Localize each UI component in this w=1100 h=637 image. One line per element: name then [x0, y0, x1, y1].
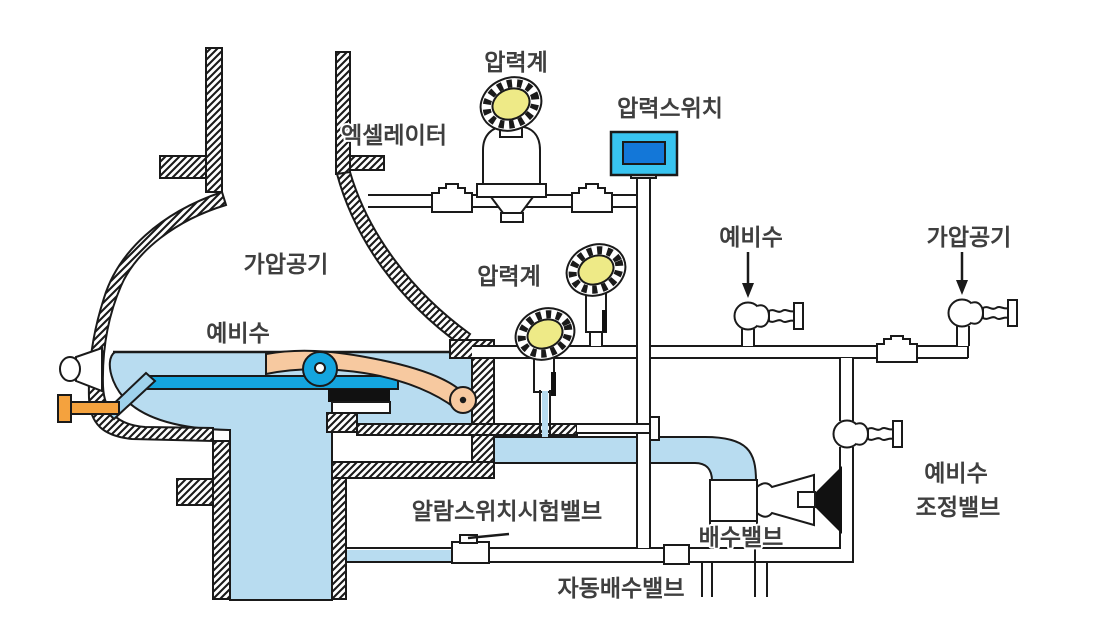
- pipe-fitting: [431, 183, 473, 213]
- pipe-fitting: [571, 183, 613, 213]
- valve-body-walls: [87, 47, 578, 600]
- left-flange: [159, 155, 207, 179]
- pressure-switch-device: [609, 130, 679, 179]
- clapper-plate: [147, 375, 399, 390]
- accelerator-outlet: [500, 212, 524, 223]
- label-pressure-switch: 압력스위치: [617, 95, 723, 121]
- drain-valve-nozzle: [756, 473, 815, 527]
- right-flange: [349, 155, 385, 171]
- accelerator-funnel: [489, 196, 535, 214]
- control-valve-drain-elbow: [766, 447, 854, 597]
- reset-handle-grip: [57, 394, 72, 423]
- valve-seat: [331, 401, 391, 414]
- test-valve-body: [451, 541, 490, 564]
- left-riser-wall-top: [205, 47, 223, 193]
- outlet-channel-fill: [471, 436, 758, 482]
- accelerator-flange: [476, 183, 547, 198]
- pressurized-air-supply-valve: [947, 298, 1018, 328]
- test-valve-lever: [467, 532, 510, 540]
- auto-drain-valve-body: [663, 544, 690, 565]
- drip-check-horn: [75, 346, 103, 393]
- seat-support-block: [326, 412, 358, 433]
- alarm-line-water: [345, 550, 452, 562]
- gauge-face: [491, 87, 531, 121]
- drain-valve-handwheel: [816, 466, 842, 534]
- label-pressurized-air-dome: 가압공기: [244, 251, 329, 277]
- label-priming-water-control-valve-2: 조정밸브: [916, 494, 1001, 520]
- label-pressurized-air-supply: 가압공기: [927, 224, 1012, 250]
- pressure-gauge-b: [565, 243, 627, 333]
- priming-water-supply-valve: [733, 301, 804, 331]
- pressure-switch-screen: [622, 141, 666, 165]
- drain-valve-body: [709, 479, 758, 522]
- dome-wall-right: [335, 170, 472, 348]
- gauge-cock-lever: [551, 372, 556, 396]
- drip-check-cap: [59, 356, 81, 382]
- right-riser-wall-top: [335, 51, 351, 175]
- arrow-pressurized-air: [956, 280, 968, 295]
- label-accelerator: 엑셀레이터: [341, 122, 447, 148]
- label-auto-drain-valve: 자동배수밸브: [558, 575, 685, 601]
- labels: 압력계 엑셀레이터 압력스위치 가압공기 예비수 압력계 예비수 가압공기 알람…: [204, 47, 1013, 603]
- check-valve-fitting: [876, 335, 918, 363]
- label-priming-water-chamber: 예비수: [206, 320, 269, 346]
- reset-handle-shaft: [70, 401, 120, 415]
- label-drain-valve: 배수밸브: [699, 524, 784, 550]
- priming-water-control-valve: [832, 419, 903, 449]
- arrow-priming-water: [742, 283, 754, 298]
- reset-mechanism: [57, 346, 157, 423]
- outlet-inner-wall: [471, 357, 495, 477]
- label-priming-water-control-valve-1: 예비수: [924, 460, 987, 486]
- label-gauge-mid: 압력계: [477, 263, 540, 289]
- left-riser-wall-bottom: [212, 440, 231, 600]
- seat-baffle-bar: [577, 416, 660, 441]
- drain-valve-device: [709, 466, 842, 534]
- left-riser-flange: [176, 478, 214, 506]
- alarm-test-valve-device: [451, 532, 510, 564]
- valve-seat-seal: [328, 389, 390, 402]
- gauge-face: [526, 318, 564, 350]
- gauge-face: [577, 254, 615, 286]
- label-priming-water-supply: 예비수: [719, 224, 782, 250]
- gauge-cock-lever: [602, 310, 607, 332]
- label-alarm-switch-test-valve: 알람스위치시험밸브: [412, 498, 602, 524]
- pressure-gauge-a: [514, 307, 576, 437]
- pressure-gauge-top: [479, 76, 543, 132]
- hinge-pin: [314, 362, 326, 374]
- flow-arrows: [742, 252, 968, 298]
- clapper-assembly: [147, 349, 477, 414]
- label-gauge-top: 압력계: [484, 49, 547, 75]
- lower-band: [331, 461, 495, 479]
- right-riser-wall-bottom: [331, 477, 347, 600]
